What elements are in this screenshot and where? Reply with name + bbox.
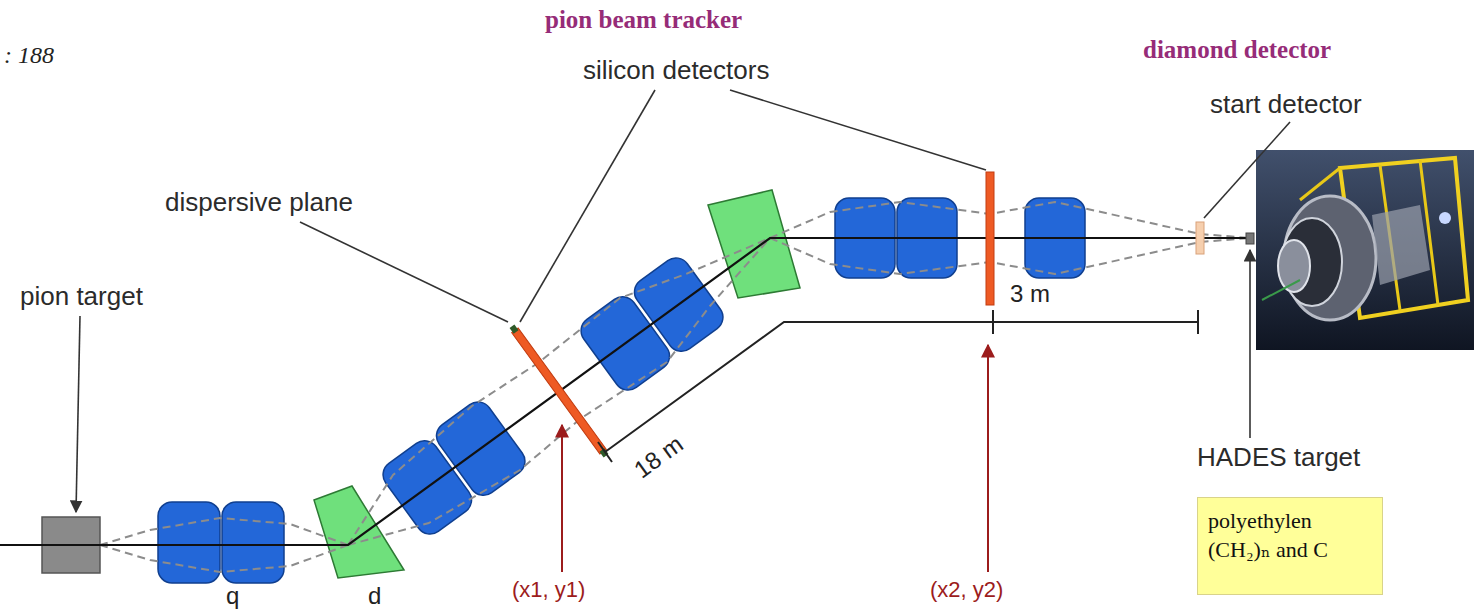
- scale-tick: [1197, 310, 1199, 334]
- leader-lines: [76, 90, 1290, 512]
- part-label: HADES target: [1197, 443, 1360, 472]
- detector-holder: [510, 325, 519, 334]
- quadrupole-magnet: [158, 502, 220, 583]
- beam-pipe: [1262, 280, 1300, 300]
- part-label: pion target: [20, 282, 143, 311]
- beam-axis: [0, 238, 1250, 545]
- part-label: start detector: [1210, 90, 1362, 119]
- beam-envelope: [770, 202, 1250, 238]
- magnet-label: d: [368, 584, 381, 608]
- leader-line: [520, 90, 655, 322]
- beam-envelope: [770, 238, 1250, 274]
- beam-envelope: [100, 202, 1250, 572]
- scale-bracket: [598, 310, 1198, 462]
- position-arrow: [561, 425, 563, 572]
- hades-target: [1246, 233, 1254, 244]
- magnet-label: q: [226, 584, 239, 608]
- note-box: polyethylen (CH₂)ₙ and C: [1197, 497, 1383, 595]
- coordinate-label: (x1, y1): [512, 578, 585, 602]
- scale-tick: [992, 310, 994, 334]
- note-text: polyethylen (CH₂)ₙ and C: [1208, 507, 1360, 564]
- leader-line: [730, 90, 986, 170]
- silicon-detector-plane: [512, 328, 607, 454]
- beam-envelope: [100, 518, 348, 545]
- dipole-magnet: [314, 486, 404, 578]
- leader-arrow: [76, 316, 80, 512]
- leader-arrow: [1249, 250, 1251, 438]
- hades-spectrometer-picture: [1256, 150, 1474, 350]
- slide-number: : 188: [4, 42, 54, 68]
- part-label: silicon detectors: [583, 56, 769, 85]
- detector-light: [1439, 212, 1451, 224]
- scale-tick: [598, 442, 612, 462]
- dimension-label: 18 m: [629, 431, 688, 484]
- section-heading: diamond detector: [1143, 36, 1331, 64]
- leader-line: [1204, 122, 1290, 218]
- position-arrows: [562, 345, 988, 572]
- beam-envelope: [100, 545, 348, 572]
- position-arrow: [987, 345, 989, 572]
- scale-line: [605, 322, 1198, 452]
- picture-background: [1256, 150, 1474, 350]
- silicon-detector-plane: [986, 172, 994, 305]
- coordinate-label: (x2, y2): [930, 578, 1003, 602]
- start-detector: [1196, 222, 1204, 254]
- silicon-detector: [509, 324, 610, 458]
- part-label: dispersive plane: [165, 188, 353, 217]
- detector-chamber: [1372, 205, 1430, 285]
- leader-line: [300, 222, 508, 322]
- section-heading: pion beam tracker: [545, 6, 742, 34]
- dimension-label: 3 m: [1010, 282, 1050, 306]
